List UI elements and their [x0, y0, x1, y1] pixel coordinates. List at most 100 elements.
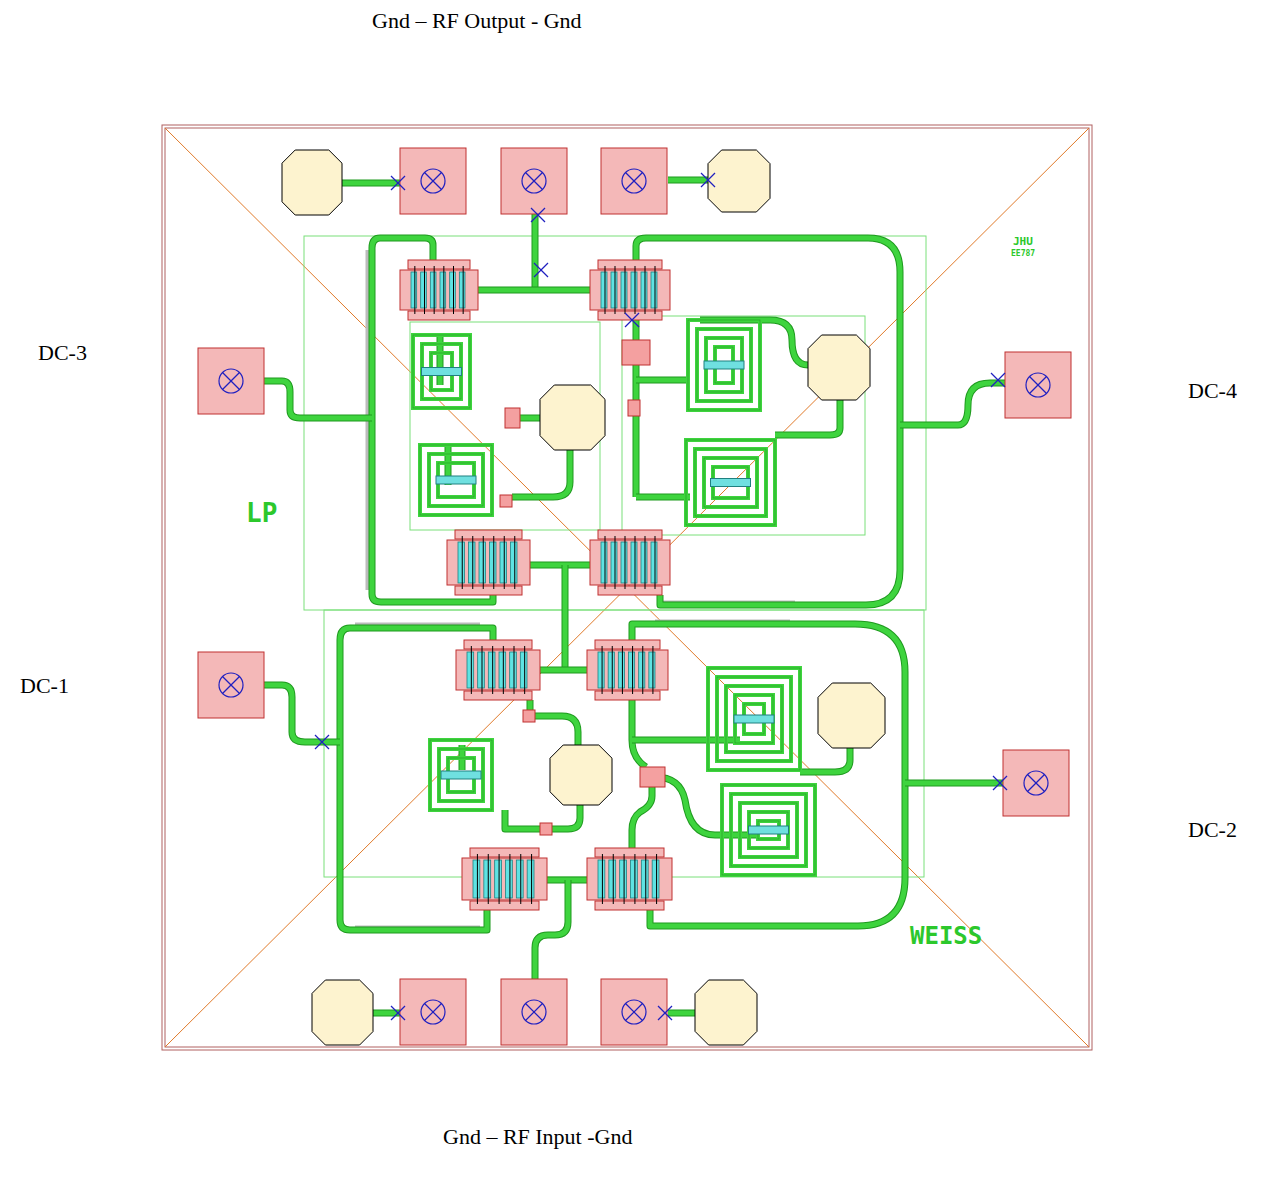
port-label: Gnd – RF Output - Gnd	[372, 8, 582, 34]
trace-outline	[905, 780, 1003, 787]
trace	[264, 381, 372, 418]
trace-outline	[372, 238, 493, 602]
spiral-inductor	[686, 440, 775, 525]
transistor	[462, 848, 547, 910]
capacitor-pad	[500, 495, 512, 507]
trace	[632, 738, 740, 743]
trace-outline	[632, 700, 646, 767]
capacitor-pad	[640, 767, 665, 787]
trace-outline	[800, 748, 850, 772]
trace	[632, 624, 905, 926]
x-marker	[658, 1006, 672, 1020]
x-marker	[534, 263, 548, 277]
transistor	[590, 530, 670, 595]
octagon-pad	[540, 385, 605, 450]
trace-outline	[633, 416, 640, 497]
probe-pad	[198, 652, 264, 718]
probe-pad	[501, 979, 567, 1045]
octagon-pad	[808, 335, 870, 400]
probe-pad	[400, 979, 466, 1045]
trace	[636, 495, 690, 500]
octagon-pad	[550, 745, 612, 805]
pin-label: DC-2	[1188, 817, 1237, 843]
trace	[668, 178, 708, 183]
layout-text: EE787	[1011, 249, 1035, 258]
trace-outline	[264, 685, 340, 742]
trace-outline	[520, 415, 540, 422]
pin-label: DC-1	[20, 673, 69, 699]
transistor	[456, 640, 540, 700]
trace	[563, 565, 568, 670]
trace	[905, 781, 1003, 786]
trace	[634, 416, 639, 497]
trace-outline	[632, 787, 652, 848]
transistor	[400, 260, 478, 320]
diagonal-line	[165, 128, 1089, 1047]
layout-text: WEISS	[910, 922, 982, 950]
trace-outline	[636, 377, 690, 384]
trace	[533, 214, 538, 290]
spiral-inductor	[420, 445, 492, 515]
layout-text: LP	[246, 498, 277, 528]
probe-pad	[501, 148, 567, 214]
x-marker	[531, 208, 545, 222]
trace	[800, 748, 850, 772]
trace	[540, 668, 587, 673]
octagon-pad	[282, 150, 342, 215]
port-label: Gnd – RF Input -Gnd	[443, 1124, 632, 1150]
trace-outline	[540, 667, 587, 674]
trace-outline	[636, 494, 690, 501]
trace-outline	[512, 450, 570, 497]
probe-pad	[601, 979, 667, 1045]
capacitor-pad	[628, 400, 640, 416]
probe-pad	[198, 348, 264, 414]
trace-outline	[478, 287, 590, 294]
trace-outline	[532, 214, 539, 290]
x-marker	[391, 176, 405, 190]
octagon-pad	[818, 683, 885, 748]
trace	[552, 805, 580, 829]
trace	[535, 716, 578, 745]
layout-text: JHU	[1013, 235, 1033, 248]
trace-outline	[636, 238, 900, 605]
trace	[342, 181, 400, 186]
probe-pad	[1003, 750, 1069, 816]
trace-outline	[668, 177, 708, 184]
trace	[900, 383, 1005, 425]
capacitor-pad	[622, 340, 650, 365]
trace	[505, 810, 540, 829]
trace	[632, 787, 652, 848]
trace-outline	[535, 716, 578, 745]
trace-outline	[562, 565, 569, 670]
capacitor-pad	[540, 823, 552, 835]
trace	[775, 400, 840, 435]
x-marker	[701, 173, 715, 187]
trace-outline	[505, 810, 540, 829]
trace-outline	[668, 1010, 695, 1017]
pin-label: DC-3	[38, 340, 87, 366]
trace	[636, 378, 690, 383]
x-marker	[993, 776, 1007, 790]
trace	[478, 288, 590, 293]
trace-outline	[775, 400, 840, 435]
spiral-inductor	[413, 335, 470, 408]
trace-outline	[530, 562, 590, 569]
octagon-pad	[708, 150, 770, 212]
diagonal-line	[165, 128, 1089, 1047]
x-marker	[315, 735, 329, 749]
capacitor-pad	[505, 408, 520, 428]
trace-outline	[342, 180, 400, 187]
capacitor-pad	[523, 710, 535, 722]
trace	[636, 238, 900, 605]
probe-pad	[400, 148, 466, 214]
region-outline	[324, 610, 924, 877]
spiral-inductor	[708, 668, 800, 770]
x-marker	[391, 1006, 405, 1020]
spiral-inductor	[430, 740, 492, 810]
trace-outline	[264, 381, 372, 418]
trace	[632, 700, 646, 767]
probe-pad	[601, 148, 667, 214]
x-marker	[991, 373, 1005, 387]
